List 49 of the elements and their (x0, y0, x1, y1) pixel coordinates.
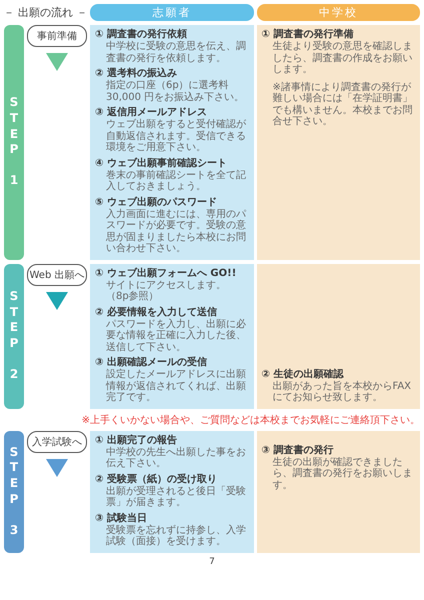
item-description: 出願が受理されると後日「受験票」が届きます。 (105, 486, 247, 508)
info-panel (256, 430, 420, 552)
item-description: 設定したメールアドレスに出願情報が返信されてくれば、出願完了です。 (104, 369, 247, 404)
item-description: ウェブ出願をすると受付確認が自動返信されます。受信できる環境をご用意下さい。 (105, 119, 247, 154)
item-description: 生徒より受験の意思を確認しましたら、調査書の作成をお願いします。 (272, 41, 414, 76)
stage-pill: 入学試験へ (27, 430, 87, 452)
item-description: 出願があった旨を本校からFAX にてお知らせ致します。 (272, 380, 412, 404)
item-heading: ② 生徒の出願確認 (262, 368, 345, 380)
column-header: 志願者 (90, 4, 254, 21)
item-heading: ③ 試験当日 (95, 512, 148, 524)
item-heading: ① ウェブ出願フォームへ GO!! (95, 268, 238, 280)
item-note: ※諸事情により調査書の発行が難しい場合には「在学証明書」でも構いません。本校までお問合せ下さい。 (272, 82, 414, 128)
info-panel (90, 264, 254, 408)
item-description: 生徒の出願が確認できましたら、調査書の発行をお願いします。 (272, 456, 414, 491)
stage-pill: Web 出願へ (27, 264, 87, 286)
info-panel (90, 25, 254, 260)
item-description: 入力画面に進むには、専用のパスワードが必要です。受験の意思が固まりましたら本校にお問い合わせ下さい。 (105, 208, 248, 254)
step-bar (4, 430, 24, 552)
item-description: 中学校に受験の意思を伝え、調査書の発行を依頼します。 (105, 41, 247, 64)
step-label: STEP 2 (10, 289, 18, 383)
item-heading: ③ 調査書の発行 (262, 444, 334, 456)
column-header: 中学校 (256, 4, 420, 21)
item-description: パスワードを入力し、出願に必要な情報を正確に入力した後、送信して下さい。 (105, 318, 247, 353)
step-bar (4, 264, 24, 408)
item-heading: ② 必要情報を入力して送信 (95, 306, 218, 318)
item-heading: ② 選考料の振込み (95, 68, 178, 80)
item-heading: ⑤ ウェブ出願のパスワード (95, 196, 218, 208)
step-bar (4, 25, 24, 260)
item-heading: ① 調査書の発行準備 (262, 29, 354, 40)
item-heading: ② 受験票（紙）の受け取り (95, 474, 218, 486)
info-panel (256, 25, 420, 260)
item-description: 中学校の先生へ出願した事をお伝え下さい。 (105, 446, 247, 470)
item-heading: ③ 返信用メールアドレス (95, 107, 208, 118)
info-panel (90, 430, 254, 552)
item-description: 指定の口座（6p）に選考料30,000 円をお振込み下さい。 (105, 80, 246, 103)
item-heading: ① 出願完了の報告 (95, 434, 178, 446)
item-heading: ① 調査書の発行依頼 (95, 29, 188, 40)
stage-pill: 事前準備 (27, 25, 87, 47)
page-number: 7 (209, 556, 215, 568)
item-heading: ③ 出願確認メールの受信 (95, 357, 208, 368)
info-panel (256, 264, 420, 408)
item-description: 受験票を忘れずに持参し、入学試験（面接）を受けます。 (105, 524, 247, 548)
item-heading: ④ ウェブ出願事前確認シート (95, 158, 228, 170)
notice-text: ※上手くいかない場合や、ご質問などは本校までお気軽にご連絡頂下さい。 (82, 414, 420, 426)
step-label: STEP 3 (10, 444, 18, 538)
step-label: STEP 1 (10, 95, 18, 190)
item-description: 巻末の事前確認シートを全て記入しておきましょう。 (105, 170, 247, 192)
item-description: サイトにアクセスします。（8p参照） (105, 280, 227, 302)
diagram-title: － 出願の流れ － (4, 5, 88, 20)
